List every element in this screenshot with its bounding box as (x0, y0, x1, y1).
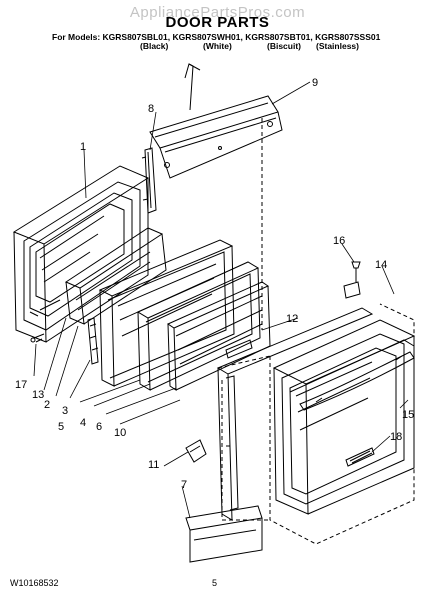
part-15-outer-door-skin (272, 319, 416, 515)
callout-1: 1 (80, 141, 86, 153)
callout-16: 16 (333, 235, 345, 247)
finish-biscuit: (Biscuit) (267, 41, 301, 51)
callout-14: 14 (375, 259, 387, 271)
callout-13: 13 (32, 389, 44, 401)
callout-leader-lines (33, 81, 409, 519)
part-17-screw (30, 333, 45, 343)
callout-11: 11 (148, 459, 159, 471)
part-5-glass-frame (136, 261, 261, 391)
part-9-top-bracket (149, 63, 283, 179)
callout-12: 12 (286, 313, 298, 325)
part-3-side-channel (87, 317, 99, 365)
document-number: W10168532 (10, 578, 59, 588)
part-11-clip (185, 439, 207, 463)
callout-3: 3 (62, 405, 68, 417)
watermark: AppliancePartsPros.com (129, 4, 306, 21)
part-1-outer-door-panel (12, 165, 150, 343)
part-14-bracket (343, 281, 361, 299)
callout-17: 17 (15, 379, 27, 391)
part-7-bottom-trim (185, 505, 263, 563)
models-line: For Models: KGRS807SBL01, KGRS807SWH01, … (52, 32, 381, 42)
callout-9: 9 (312, 77, 318, 89)
callout-18: 18 (390, 431, 402, 443)
callout-numbers: 1 2 3 4 5 6 7 8 9 10 11 12 13 14 15 16 1… (15, 77, 414, 491)
finish-stainless: (Stainless) (316, 41, 359, 51)
part-8-hinge-bracket (141, 147, 157, 214)
page-title: DOOR PARTS (165, 14, 270, 31)
callout-5: 5 (58, 421, 64, 433)
callout-10: 10 (114, 427, 126, 439)
callout-6: 6 (96, 421, 102, 433)
part-12-door-frame (216, 307, 374, 521)
callout-7: 7 (181, 479, 187, 491)
finish-white: (White) (203, 41, 232, 51)
callout-15: 15 (402, 409, 414, 421)
assembly-dashed-lines (217, 118, 415, 545)
callout-4: 4 (80, 417, 86, 429)
part-16-screw (351, 261, 361, 282)
part-13-inner-glass (64, 227, 167, 325)
finish-black: (Black) (140, 41, 169, 51)
page-number: 5 (212, 578, 218, 588)
callout-8: 8 (148, 103, 154, 115)
part-18-vent-strip (345, 447, 375, 467)
callout-2: 2 (44, 399, 50, 411)
